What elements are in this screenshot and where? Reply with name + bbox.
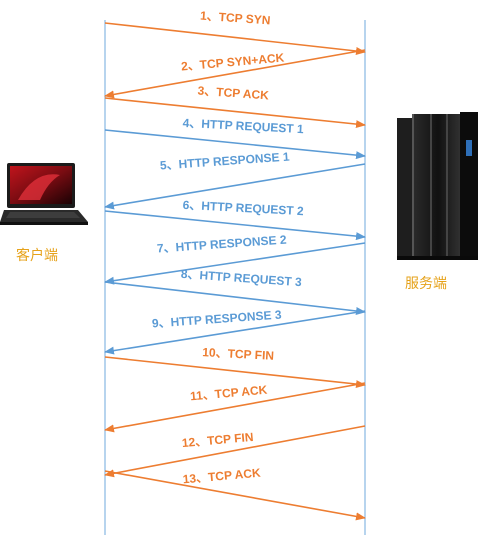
message-arrow-4 bbox=[104, 129, 366, 160]
message-arrow-1 bbox=[104, 22, 366, 55]
message-label-12: 12、TCP FIN bbox=[181, 430, 254, 450]
server-rack-icon bbox=[397, 112, 478, 260]
message-labels: 1、TCP SYN 2、TCP SYN+ACK 3、TCP ACK 4、HTTP RE… bbox=[151, 9, 304, 487]
message-arrow-5 bbox=[104, 163, 366, 210]
message-label-4: 4、HTTP REQUEST 1 bbox=[182, 116, 304, 136]
message-label-1: 1、TCP SYN bbox=[200, 9, 271, 28]
message-arrow-3 bbox=[104, 97, 366, 129]
message-label-3: 3、TCP ACK bbox=[197, 84, 269, 103]
message-arrow-9 bbox=[104, 310, 366, 355]
message-arrow-6 bbox=[104, 210, 366, 241]
message-arrow-11 bbox=[104, 382, 366, 433]
message-label-2: 2、TCP SYN+ACK bbox=[180, 51, 285, 74]
server-label: 服务端 bbox=[405, 276, 447, 292]
laptop-icon bbox=[0, 163, 88, 225]
message-arrows bbox=[104, 22, 366, 521]
message-label-7: 7、HTTP RESPONSE 2 bbox=[156, 232, 287, 255]
client-label: 客户端 bbox=[16, 248, 58, 264]
message-label-5: 5、HTTP RESPONSE 1 bbox=[159, 149, 290, 172]
message-arrow-8 bbox=[104, 281, 366, 315]
message-label-10: 10、TCP FIN bbox=[202, 345, 274, 363]
message-arrow-7 bbox=[104, 242, 366, 285]
message-label-11: 11、TCP ACK bbox=[190, 383, 269, 404]
message-arrow-12 bbox=[104, 425, 366, 478]
message-arrow-13 bbox=[104, 470, 366, 521]
message-label-13: 13、TCP ACK bbox=[182, 466, 261, 487]
message-label-6: 6、HTTP REQUEST 2 bbox=[182, 198, 304, 218]
message-label-8: 8、HTTP REQUEST 3 bbox=[180, 267, 302, 289]
message-arrow-2 bbox=[104, 49, 366, 99]
message-arrow-10 bbox=[104, 356, 366, 389]
